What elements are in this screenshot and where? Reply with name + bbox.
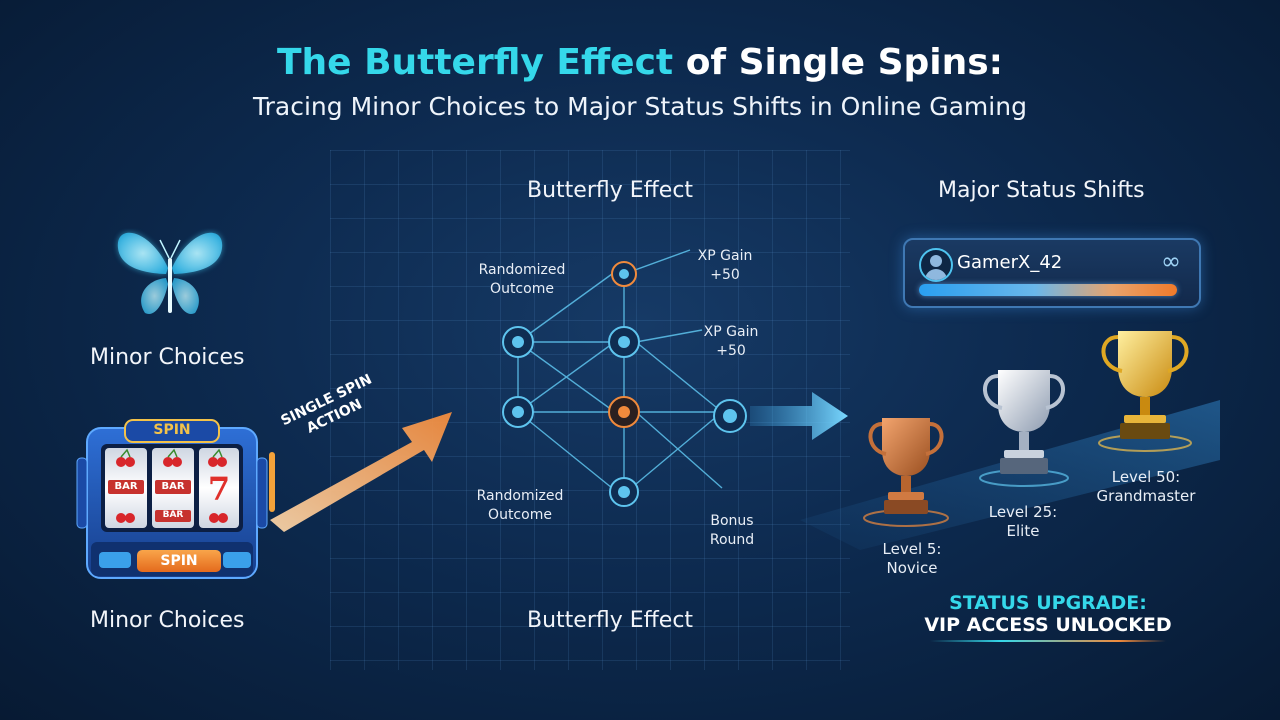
gold-trophy-icon [1098, 331, 1192, 452]
slot-machine: SPIN BAR BAR BAR 7 SPIN [75, 418, 280, 588]
xp-gain-1-line1: XP Gain [697, 248, 753, 264]
randomized-bottom-line1: Randomized [476, 488, 564, 504]
player-profile-card[interactable]: GamerX_42 ∞ [903, 238, 1201, 308]
bonus-round-line1: Bonus [710, 513, 754, 529]
title-highlight: The Butterfly Effect [276, 42, 674, 83]
page-subtitle: Tracing Minor Choices to Major Status Sh… [253, 92, 1027, 121]
status-upgrade-label: STATUS UPGRADE: [949, 592, 1147, 614]
gold-level: Level 50: [1111, 468, 1181, 486]
butterfly-effect-bottom-label: Butterfly Effect [527, 608, 694, 633]
xp-gain-2-line1: XP Gain [703, 324, 759, 340]
silver-title: Elite [1006, 522, 1040, 540]
xp-gain-1-line2: +50 [710, 267, 740, 283]
bronze-title: Novice [886, 559, 938, 577]
xp-gain-2-line2: +50 [716, 343, 746, 359]
vip-access-label: VIP ACCESS UNLOCKED [924, 614, 1172, 636]
major-status-shifts-label: Major Status Shifts [938, 178, 1145, 203]
silver-level: Level 25: [988, 503, 1058, 521]
slot-top-sign: SPIN [153, 422, 191, 438]
butterfly-network [502, 249, 848, 507]
randomized-outcome-top: Randomized Outcome [462, 261, 582, 299]
infinity-icon: ∞ [1161, 247, 1181, 275]
butterfly-effect-top-label: Butterfly Effect [527, 178, 694, 203]
spin-button[interactable]: SPIN [137, 550, 221, 572]
bronze-level: Level 5: [882, 540, 942, 558]
minor-choices-top-label: Minor Choices [90, 345, 245, 370]
bonus-round: Bonus Round [690, 512, 774, 550]
reel-bar-label-2: BAR [161, 481, 185, 492]
xp-gain-2: XP Gain +50 [686, 323, 776, 361]
randomized-outcome-bottom: Randomized Outcome [460, 487, 580, 525]
title-rest: of Single Spins: [685, 42, 1004, 83]
username: GamerX_42 [957, 252, 1063, 273]
level-50-grandmaster: Level 50: Grandmaster [1088, 468, 1204, 506]
silver-trophy-icon [979, 370, 1069, 487]
randomized-top-line2: Outcome [490, 281, 554, 297]
xp-progress-bar [919, 284, 1177, 296]
minor-choices-bottom-label: Minor Choices [90, 608, 245, 633]
randomized-top-line1: Randomized [478, 262, 566, 278]
reel-bar-label-1: BAR [114, 481, 138, 492]
page-title: The Butterfly Effect of Single Spins: [0, 42, 1280, 83]
status-underline [930, 640, 1166, 642]
bronze-trophy-icon [863, 418, 949, 527]
level-25-elite: Level 25: Elite [978, 503, 1068, 541]
gold-title: Grandmaster [1096, 487, 1196, 505]
reel-seven: 7 [207, 470, 231, 508]
level-5-novice: Level 5: Novice [872, 540, 952, 578]
single-spin-arrow [270, 412, 452, 532]
bonus-round-line2: Round [709, 532, 755, 548]
randomized-bottom-line2: Outcome [488, 507, 552, 523]
butterfly-icon [117, 232, 223, 314]
reel-bar-label-3: BAR [162, 510, 184, 520]
xp-gain-1: XP Gain +50 [680, 247, 770, 285]
avatar [919, 248, 953, 282]
